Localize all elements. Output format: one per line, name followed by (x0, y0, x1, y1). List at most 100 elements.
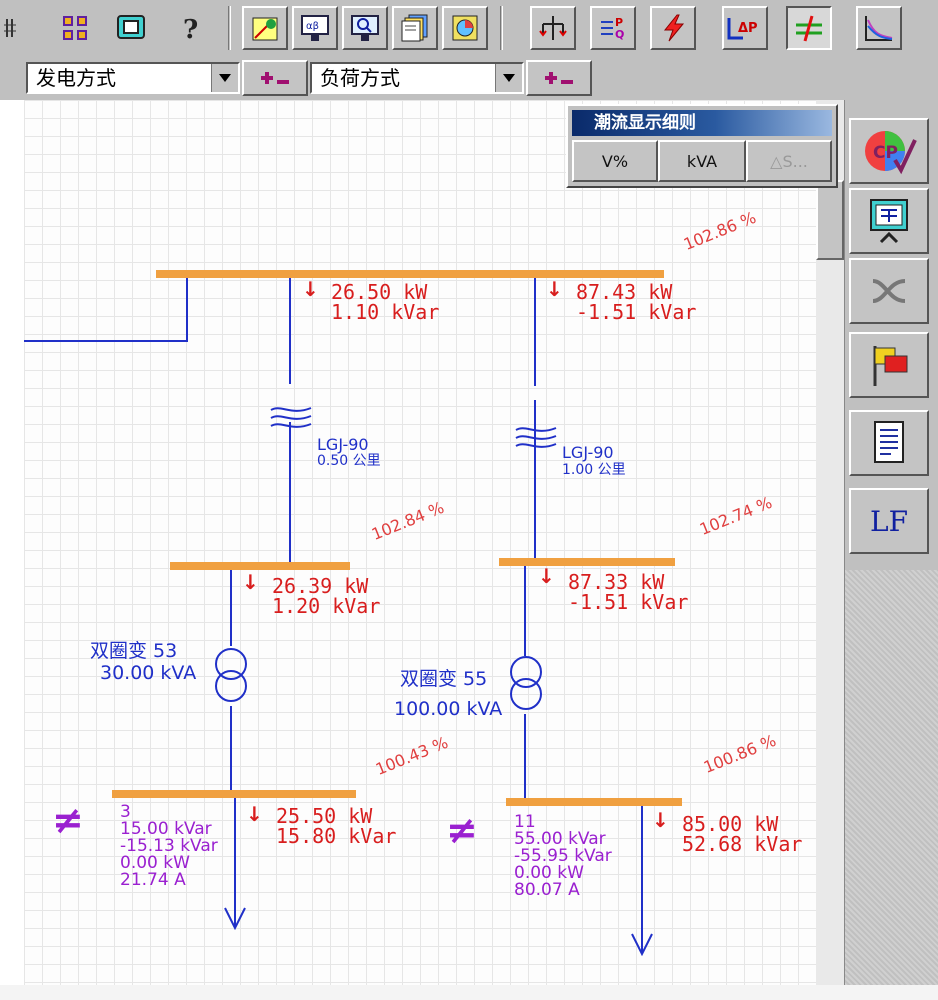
svg-text:P: P (615, 16, 623, 29)
flow-down-arrow-icon: ↓ (302, 277, 319, 301)
line-right-name: LGJ-90 (562, 443, 614, 462)
feeder-line[interactable] (24, 340, 188, 342)
document-icon[interactable] (849, 410, 929, 476)
xfmr-left-rating: 30.00 kVA (100, 662, 197, 684)
flags-icon[interactable] (849, 332, 929, 398)
svg-text:?: ? (183, 15, 198, 44)
capacitor-right-info: 11 55.00 kVar -55.95 kVar 0.00 kW 80.07 … (514, 812, 612, 900)
line-impedance-icon (270, 407, 312, 428)
xfmr-left-name: 双圈变 53 (90, 640, 178, 662)
kva-button[interactable]: kVA (658, 140, 746, 182)
transformer-icon[interactable] (211, 644, 251, 708)
toolbar-separator (228, 6, 231, 50)
documents-stack-icon[interactable] (392, 6, 438, 50)
xfmr-line-left[interactable] (230, 706, 232, 792)
diagram-canvas[interactable]: 102.86 % ↓ 26.50 kW 1.10 kVar LGJ-90 0.5… (24, 100, 816, 986)
svg-text:ΔP: ΔP (738, 21, 758, 36)
capacitor-left-info: 3 15.00 kVar -15.13 kVar 0.00 kW 21.74 A (120, 802, 218, 890)
flow-down-arrow-icon: ↓ (538, 564, 555, 588)
toolbar-separator (500, 6, 503, 50)
right-tool-panel: CP LF (844, 100, 938, 985)
panel-filler (845, 570, 938, 985)
alpha-beta-monitor-icon[interactable]: αβ (292, 6, 338, 50)
line-left-name: LGJ-90 (317, 435, 369, 454)
curve-chart-icon[interactable] (856, 6, 902, 50)
switch-monitor-icon[interactable] (849, 188, 929, 254)
svg-text:αβ: αβ (306, 21, 319, 32)
line-left-length: 0.50 公里 (317, 453, 381, 469)
voltage-percent-button[interactable]: V% (572, 140, 658, 182)
load-line-left[interactable] (234, 798, 236, 926)
bus-bot-left-voltage: 100.43 % (372, 732, 451, 779)
drawing-tool-icon[interactable] (242, 6, 288, 50)
branch-line-right[interactable] (534, 278, 536, 386)
flow-down-arrow-icon: ↓ (246, 802, 263, 826)
load-mode-value: 负荷方式 (320, 66, 400, 90)
dropdown-arrow-icon[interactable] (495, 64, 522, 92)
scrollbar-thumb[interactable] (816, 180, 844, 260)
svg-text:CP: CP (873, 143, 898, 163)
status-bar (0, 985, 938, 1000)
bus-mid-right[interactable] (499, 558, 675, 566)
xfmr-right-name: 双圈变 55 (400, 668, 488, 690)
flow-display-panel: 潮流显示细则 V% kVA △S... (566, 104, 838, 188)
bus-mid-right-voltage: 102.74 % (696, 492, 775, 539)
frame-icon[interactable] (108, 6, 154, 50)
capacitor-left-icon[interactable]: ≠ (52, 798, 84, 842)
flow-top-left: 26.50 kW 1.10 kVar (331, 280, 440, 324)
load-arrow-icon (631, 933, 653, 956)
feeder-line[interactable] (186, 272, 188, 342)
flow-bot-left: 25.50 kW 15.80 kVar (276, 804, 397, 848)
bus-top[interactable] (156, 270, 664, 278)
capacitor-right-icon[interactable]: ≠ (446, 808, 478, 852)
tree-structure-icon[interactable] (530, 6, 576, 50)
load-mode-select[interactable]: 负荷方式 (310, 62, 524, 94)
cp-check-icon[interactable]: CP (849, 118, 929, 184)
lightning-icon[interactable] (650, 6, 696, 50)
load-flow-label: LF (869, 504, 909, 538)
xfmr-line-right[interactable] (524, 714, 526, 800)
generation-mode-value: 发电方式 (36, 66, 116, 90)
svg-text:Q: Q (615, 28, 624, 41)
bus-bottom-right[interactable] (506, 798, 682, 806)
load-line-right[interactable] (641, 806, 643, 954)
generation-add-remove-button[interactable] (242, 60, 308, 96)
branch-line-left[interactable] (289, 278, 291, 384)
flow-bot-right: 85.00 kW 52.68 kVar (682, 812, 803, 856)
delta-p-icon[interactable]: ΔP (722, 6, 768, 50)
flow-top-right: 87.43 kW -1.51 kVar (576, 280, 697, 324)
generation-mode-select[interactable]: 发电方式 (26, 62, 240, 94)
flow-down-arrow-icon: ↓ (546, 277, 563, 301)
branch-line-left[interactable] (289, 422, 291, 564)
load-add-remove-button[interactable] (526, 60, 592, 96)
bus-mid-left[interactable] (170, 562, 350, 570)
flow-mid-left: 26.39 kW 1.20 kVar (272, 574, 381, 618)
monitor-search-icon[interactable] (342, 6, 388, 50)
xfmr-line-right[interactable] (524, 566, 526, 656)
dropdown-arrow-icon[interactable] (211, 64, 238, 92)
load-flow-button[interactable]: LF (849, 488, 929, 554)
plus-minus-icon (545, 72, 573, 84)
flow-display-title: 潮流显示细则 (572, 110, 832, 136)
capacitor-tool-icon[interactable] (786, 6, 832, 50)
branch-line-right[interactable] (534, 400, 536, 564)
bus-mid-left-voltage: 102.84 % (368, 497, 447, 544)
help-icon[interactable]: ? (168, 6, 214, 50)
bus-bottom-left[interactable] (112, 790, 356, 798)
grip-icon (0, 6, 20, 50)
flow-mid-right: 87.33 kW -1.51 kVar (568, 570, 689, 614)
transformer-icon[interactable] (506, 652, 546, 716)
bus-bot-right-voltage: 100.86 % (700, 730, 779, 777)
bus-top-voltage: 102.86 % (680, 207, 759, 254)
line-right-length: 1.00 公里 (562, 462, 626, 478)
disconnect-icon[interactable] (849, 258, 929, 324)
delta-s-button[interactable]: △S... (746, 140, 832, 182)
xfmr-line-left[interactable] (230, 570, 232, 646)
xfmr-right-rating: 100.00 kVA (394, 698, 503, 720)
network-map-icon[interactable] (52, 6, 98, 50)
load-arrow-icon (224, 907, 246, 930)
mode-selector-bar: 发电方式 负荷方式 (0, 58, 938, 100)
disk-chart-icon[interactable] (442, 6, 488, 50)
